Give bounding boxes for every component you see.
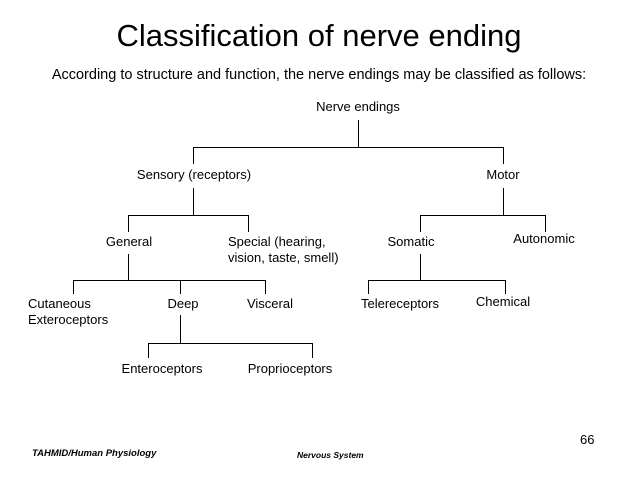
connector-deep-children-bar: [148, 343, 312, 344]
connector-drop-general: [128, 215, 129, 232]
tree-node-proprioceptors: Proprioceptors: [247, 361, 333, 376]
tree-node-deep: Deep: [167, 296, 199, 311]
tree-node-cutaneous-exteroceptors: Cutaneous Exteroceptors: [28, 296, 109, 327]
footer-author: TAHMID/Human Physiology: [32, 448, 157, 459]
tree-node-autonomic: Autonomic: [513, 231, 575, 246]
connector-somatic-stem: [420, 254, 421, 280]
connector-sensory-stem: [193, 188, 194, 215]
tree-node-telereceptors: Telereceptors: [360, 296, 440, 311]
tree-node-special: Special (hearing, vision, taste, smell): [228, 234, 339, 265]
connector-drop-telereceptors: [368, 280, 369, 294]
connector-drop-chemical: [505, 280, 506, 294]
connector-drop-proprioceptors: [312, 343, 313, 358]
connector-drop-somatic: [420, 215, 421, 232]
tree-node-enteroceptors: Enteroceptors: [121, 361, 203, 376]
connector-drop-deep: [180, 280, 181, 294]
connector-root-stem: [358, 120, 359, 147]
tree-node-motor: Motor: [486, 167, 520, 182]
footer-page-number: 66: [580, 432, 595, 447]
tree-node-general: General: [105, 234, 153, 249]
connector-general-children-bar: [73, 280, 265, 281]
connector-somatic-children-bar: [368, 280, 505, 281]
connector-drop-cutaneous: [73, 280, 74, 294]
tree-node-sensory: Sensory (receptors): [136, 167, 252, 182]
tree-node-chemical: Chemical: [475, 294, 531, 309]
connector-tier2-bar: [193, 147, 503, 148]
tree-node-nerve-endings: Nerve endings: [316, 99, 400, 114]
connector-sensory-children-bar: [128, 215, 248, 216]
connector-motor-children-bar: [420, 215, 545, 216]
tree-node-somatic: Somatic: [387, 234, 435, 249]
page-title: Classification of nerve ending: [116, 18, 522, 53]
connector-drop-enteroceptors: [148, 343, 149, 358]
connector-drop-special: [248, 215, 249, 232]
page-subtitle: According to structure and function, the…: [51, 67, 587, 83]
connector-deep-stem: [180, 315, 181, 343]
connector-motor-stem: [503, 188, 504, 215]
connector-general-stem: [128, 254, 129, 280]
tree-node-visceral: Visceral: [246, 296, 293, 311]
footer-section: Nervous System: [297, 450, 364, 460]
connector-tier2-drop-motor: [503, 147, 504, 164]
connector-drop-visceral: [265, 280, 266, 294]
connector-tier2-drop-sensory: [193, 147, 194, 164]
connector-drop-autonomic: [545, 215, 546, 232]
